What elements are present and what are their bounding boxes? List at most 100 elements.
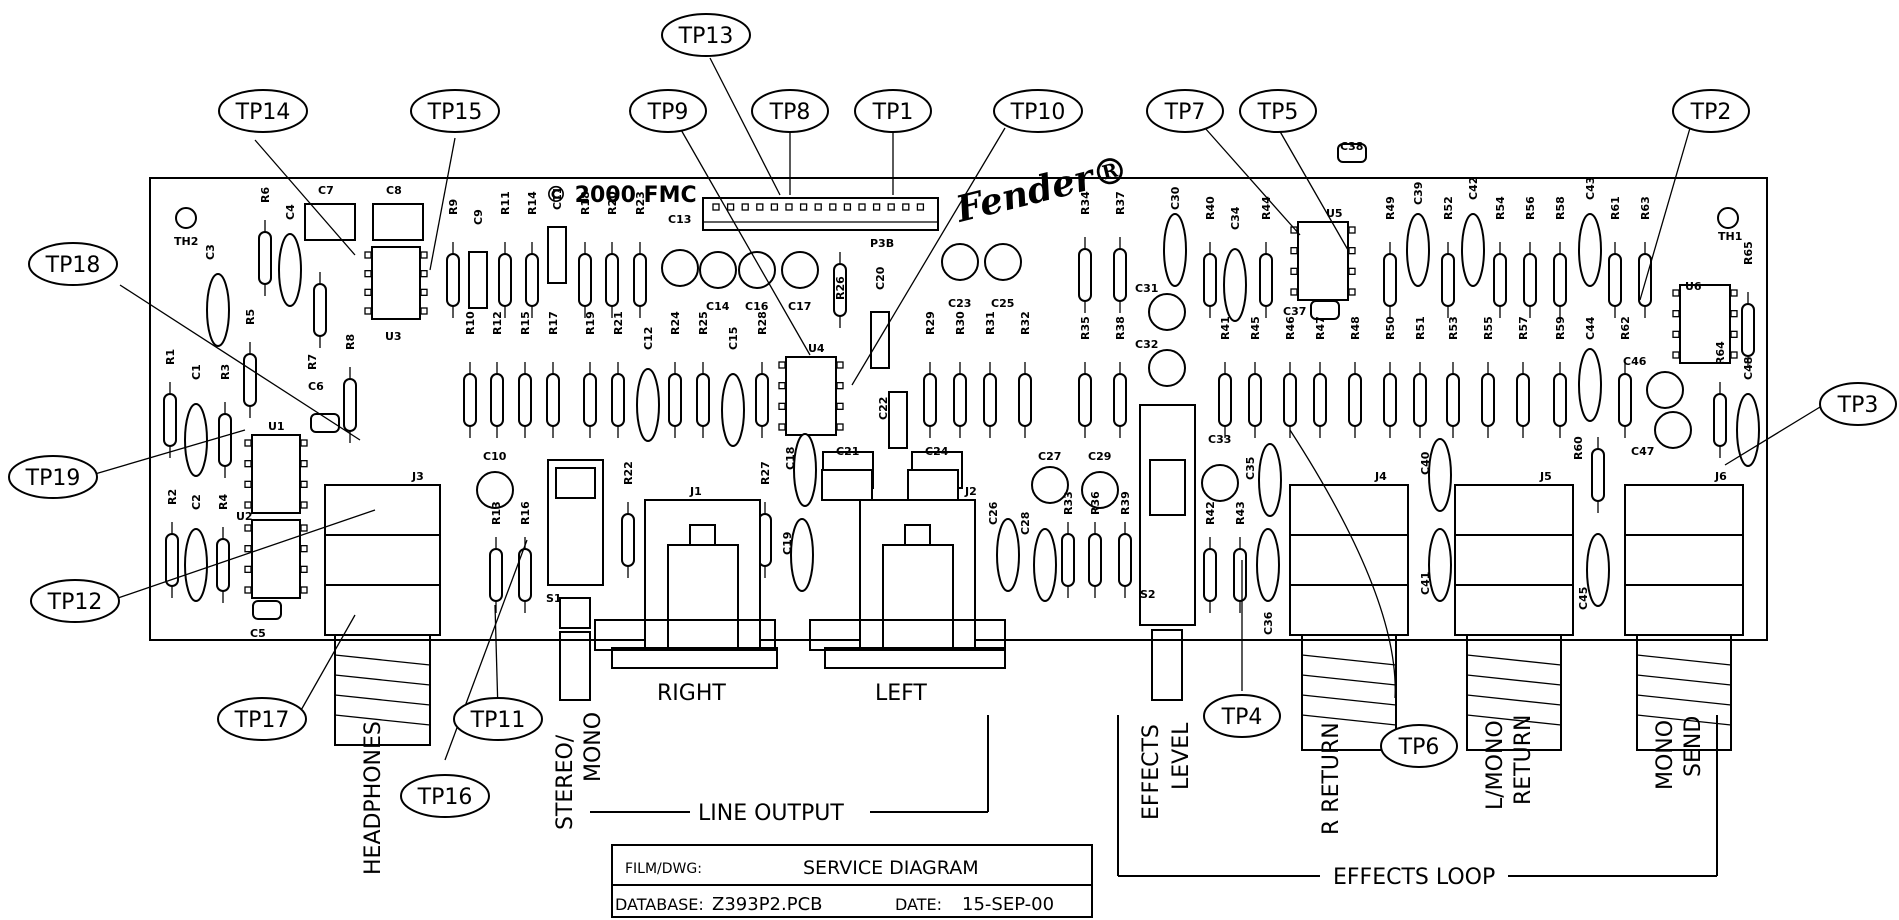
component-label: C22 xyxy=(877,397,890,420)
s1-label: S1 xyxy=(546,592,562,605)
copyright-text: © 2000 FMC xyxy=(545,183,697,208)
tp7-label: TP7 xyxy=(1164,100,1206,125)
u4-label: U4 xyxy=(808,342,825,355)
component-label: C20 xyxy=(874,266,887,290)
component-label: R30 xyxy=(954,311,967,335)
capacitor: C7 xyxy=(304,184,356,241)
component-label: C34 xyxy=(1229,206,1242,230)
ic-pin xyxy=(244,501,252,509)
film-label: FILM/DWG: xyxy=(625,861,702,877)
component-label: R37 xyxy=(1114,191,1127,215)
capacitor: C34 xyxy=(1223,206,1247,322)
u5-label: U5 xyxy=(1326,207,1343,220)
tp2-label: TP2 xyxy=(1690,100,1732,125)
component-label: R26 xyxy=(834,276,847,300)
stereo-label: STEREO/ xyxy=(553,734,578,830)
component-label: C8 xyxy=(386,184,402,197)
component-label: R44 xyxy=(1260,196,1273,220)
component-label: R40 xyxy=(1204,196,1217,220)
resistor: R7 xyxy=(306,272,327,370)
connector-label: P3B xyxy=(870,237,894,250)
ic-pin xyxy=(364,307,372,315)
tp19-bubble: TP19 xyxy=(8,455,98,499)
component-label: R28 xyxy=(756,311,769,335)
component-label: R55 xyxy=(1482,316,1495,340)
effects-loop-bracket xyxy=(1117,715,1718,877)
resistor: R58 xyxy=(1553,196,1567,318)
u1-label: U1 xyxy=(268,420,285,433)
component-label: C10 xyxy=(483,450,507,463)
tp5-bubble: TP5 xyxy=(1239,89,1317,133)
component-label: R54 xyxy=(1494,196,1507,220)
component-label: R33 xyxy=(1062,491,1075,515)
resistor: R19 xyxy=(583,311,597,438)
ic-pin xyxy=(244,545,252,553)
component-label: C41 xyxy=(1419,572,1432,595)
component-label: R6 xyxy=(259,187,272,203)
component-label: R20 xyxy=(606,191,619,215)
resistor: R65 xyxy=(1741,241,1755,368)
ic-pin xyxy=(778,402,786,410)
capacitor: C25 xyxy=(984,243,1022,310)
j2-label: J2 xyxy=(964,485,977,498)
resistor: R42 xyxy=(1203,501,1217,613)
resistor: R13 xyxy=(489,501,503,613)
capacitor: C41 xyxy=(1419,528,1452,602)
tp11-bubble: TP11 xyxy=(453,697,543,741)
resistor: R29 xyxy=(923,311,937,438)
component-label: C7 xyxy=(318,184,334,197)
component-label: C4 xyxy=(284,204,297,220)
resistor: R8 xyxy=(343,334,357,443)
ic-pin xyxy=(1348,288,1356,296)
component-label: R57 xyxy=(1517,316,1530,340)
component-label: R23 xyxy=(634,191,647,215)
resistor: R59 xyxy=(1553,316,1567,438)
component-label: R13 xyxy=(490,501,503,525)
tp17-label: TP17 xyxy=(234,708,290,733)
ic-pin xyxy=(300,524,308,532)
ic-pin xyxy=(1730,351,1738,359)
component-label: R48 xyxy=(1349,316,1362,340)
tp18-bubble: TP18 xyxy=(28,242,118,286)
component-label: C44 xyxy=(1584,316,1597,340)
return-label: RETURN xyxy=(1511,715,1536,805)
tp1-bubble: TP1 xyxy=(854,89,932,133)
component-label: C15 xyxy=(727,327,740,350)
component-label: R53 xyxy=(1447,316,1460,340)
component-label: C11 xyxy=(551,187,564,210)
capacitor: C11 xyxy=(547,187,567,284)
tp4-bubble: TP4 xyxy=(1203,694,1281,738)
component-label: R2 xyxy=(166,489,179,505)
capacitor: C4 xyxy=(278,204,302,307)
component-label: R38 xyxy=(1114,316,1127,340)
ic-pin xyxy=(244,524,252,532)
component-label: R11 xyxy=(499,191,512,215)
component-label: R12 xyxy=(491,311,504,335)
date-value: 15-SEP-00 xyxy=(962,894,1054,915)
resistor: R36 xyxy=(1088,491,1102,598)
component-label: C19 xyxy=(781,532,794,555)
capacitor: C37 xyxy=(1283,300,1340,320)
u3-label: U3 xyxy=(385,330,402,343)
resistor: R24 xyxy=(668,311,682,438)
capacitor: C32 xyxy=(1135,338,1186,387)
tp7-bubble: TP7 xyxy=(1146,89,1224,133)
component-label: R56 xyxy=(1524,196,1537,220)
capacitor: C3 xyxy=(204,244,230,347)
component-label: C18 xyxy=(784,447,797,470)
th2-label: TH2 xyxy=(174,235,198,248)
component-label: R62 xyxy=(1619,316,1632,340)
tp13-bubble: TP13 xyxy=(661,13,751,57)
jack-j4: J4 xyxy=(1289,470,1409,751)
ic-pin xyxy=(300,545,308,553)
component-label: R22 xyxy=(622,461,635,485)
resistor: R18 xyxy=(578,191,592,318)
component-label: C46 xyxy=(1623,355,1647,368)
tp14-bubble: TP14 xyxy=(218,89,308,133)
ic-pin xyxy=(1730,289,1738,297)
tp8-bubble: TP8 xyxy=(751,89,829,133)
r-return-label: R RETURN xyxy=(1319,722,1344,835)
component-label: R60 xyxy=(1572,436,1585,460)
j3-label: J3 xyxy=(411,470,424,483)
ic-pin xyxy=(364,251,372,259)
